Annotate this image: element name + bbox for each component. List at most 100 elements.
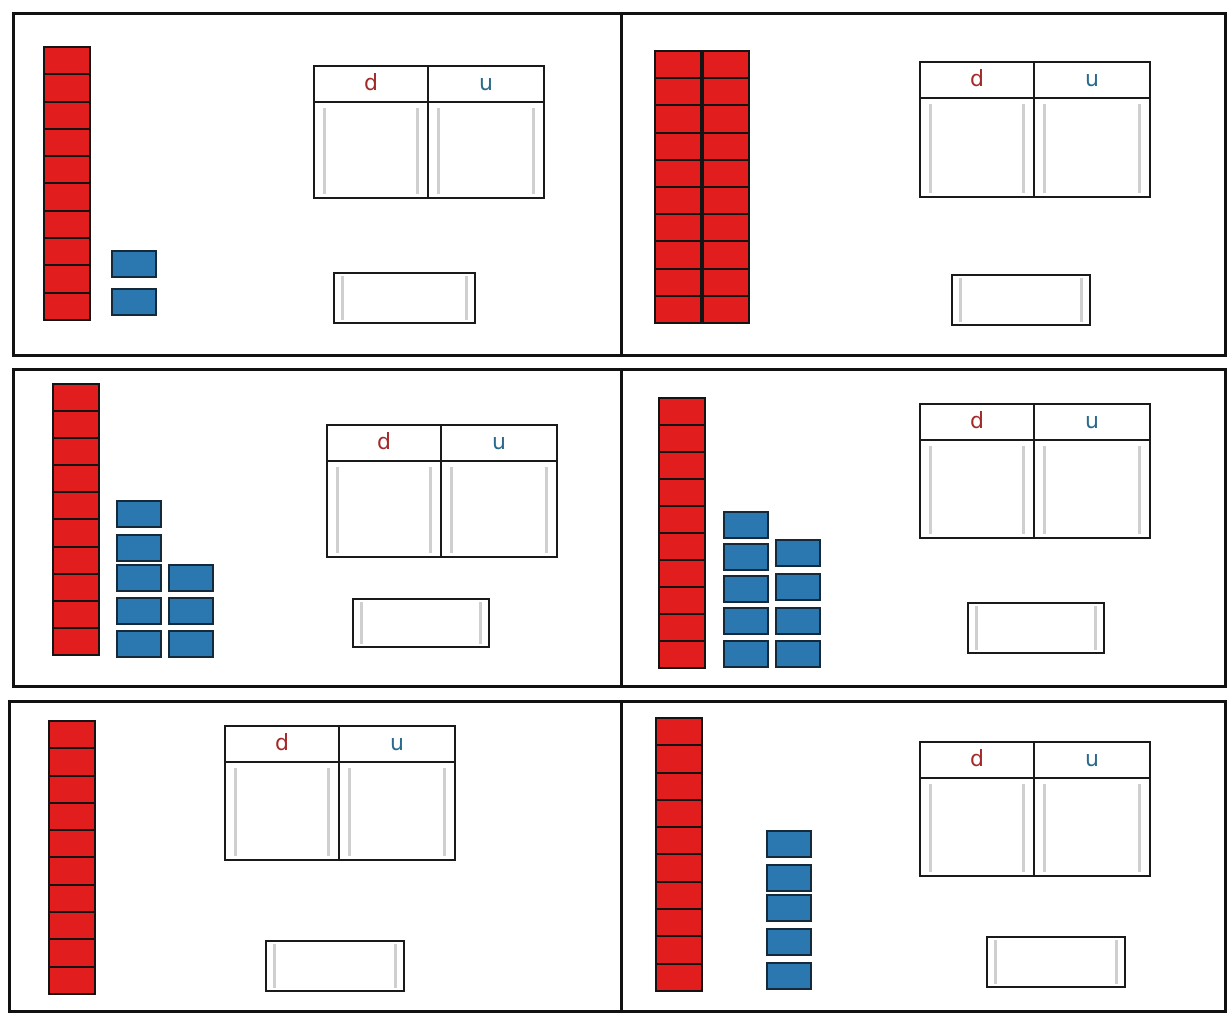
- unit-cube: [168, 630, 214, 658]
- rod-unit-segment: [704, 79, 748, 106]
- unit-cube: [775, 573, 821, 601]
- rod-unit-segment: [45, 130, 89, 157]
- place-value-table: d u: [224, 725, 456, 861]
- rod-unit-segment: [50, 804, 94, 831]
- rod-unit-segment: [656, 242, 700, 269]
- rod-unit-segment: [54, 439, 98, 466]
- rod-unit-segment: [704, 188, 748, 215]
- rod-unit-segment: [54, 602, 98, 629]
- rod-unit-segment: [54, 493, 98, 520]
- rod-unit-segment: [656, 134, 700, 161]
- unit-cube: [723, 640, 769, 668]
- tens-header: d: [921, 405, 1035, 441]
- units-header: u: [340, 727, 454, 763]
- tens-answer-cell[interactable]: [226, 763, 340, 859]
- rod-unit-segment: [50, 749, 94, 776]
- unit-cube: [116, 597, 162, 625]
- rod-unit-segment: [660, 507, 704, 534]
- place-value-table: d u: [919, 741, 1151, 877]
- number-answer-box[interactable]: [352, 598, 490, 648]
- number-answer-box[interactable]: [986, 936, 1126, 988]
- units-answer-cell[interactable]: [442, 462, 556, 556]
- rod-unit-segment: [657, 883, 701, 910]
- rod-unit-segment: [660, 399, 704, 426]
- rod-unit-segment: [45, 266, 89, 293]
- number-answer-box[interactable]: [333, 272, 476, 324]
- rod-unit-segment: [704, 52, 748, 79]
- units-answer-cell[interactable]: [1035, 99, 1149, 196]
- units-answer-cell[interactable]: [429, 103, 543, 197]
- rod-unit-segment: [50, 831, 94, 858]
- units-answer-cell[interactable]: [1035, 441, 1149, 537]
- rod-unit-segment: [657, 965, 701, 990]
- tens-answer-cell[interactable]: [921, 441, 1035, 537]
- unit-cube: [111, 250, 157, 278]
- unit-cube: [168, 597, 214, 625]
- rod-unit-segment: [657, 774, 701, 801]
- rod-unit-segment: [656, 188, 700, 215]
- tens-answer-cell[interactable]: [921, 779, 1035, 875]
- rod-unit-segment: [704, 297, 748, 322]
- unit-cube: [116, 630, 162, 658]
- rod-unit-segment: [657, 746, 701, 773]
- rod-unit-segment: [704, 106, 748, 133]
- rod-unit-segment: [660, 561, 704, 588]
- rod-unit-segment: [657, 855, 701, 882]
- ten-rod: [43, 46, 91, 321]
- ten-rod: [654, 50, 702, 324]
- place-value-table: d u: [313, 65, 545, 199]
- number-answer-box[interactable]: [951, 274, 1091, 326]
- rod-unit-segment: [704, 270, 748, 297]
- rod-unit-segment: [54, 412, 98, 439]
- rod-unit-segment: [657, 719, 701, 746]
- place-value-table: d u: [919, 61, 1151, 198]
- rod-unit-segment: [54, 548, 98, 575]
- rod-unit-segment: [50, 886, 94, 913]
- tens-answer-cell[interactable]: [328, 462, 442, 556]
- tens-answer-cell[interactable]: [315, 103, 429, 197]
- rod-unit-segment: [657, 937, 701, 964]
- units-answer-cell[interactable]: [340, 763, 454, 859]
- unit-cube: [766, 864, 812, 892]
- rod-unit-segment: [660, 642, 704, 667]
- unit-cube: [116, 534, 162, 562]
- rod-unit-segment: [50, 940, 94, 967]
- unit-cube: [723, 607, 769, 635]
- rod-unit-segment: [660, 588, 704, 615]
- unit-cube: [111, 288, 157, 316]
- rod-unit-segment: [45, 48, 89, 75]
- unit-cube: [775, 539, 821, 567]
- rod-unit-segment: [45, 239, 89, 266]
- rod-unit-segment: [656, 52, 700, 79]
- rod-unit-segment: [660, 453, 704, 480]
- rod-unit-segment: [660, 480, 704, 507]
- tens-header: d: [226, 727, 340, 763]
- rod-unit-segment: [54, 385, 98, 412]
- units-header: u: [429, 67, 543, 103]
- rod-unit-segment: [54, 520, 98, 547]
- unit-cube: [723, 543, 769, 571]
- tens-header: d: [921, 63, 1035, 99]
- rod-unit-segment: [657, 828, 701, 855]
- rod-unit-segment: [660, 534, 704, 561]
- unit-cube: [116, 564, 162, 592]
- rod-unit-segment: [704, 242, 748, 269]
- rod-unit-segment: [657, 910, 701, 937]
- unit-cube: [775, 607, 821, 635]
- number-answer-box[interactable]: [967, 602, 1105, 654]
- rod-unit-segment: [45, 212, 89, 239]
- rod-unit-segment: [656, 215, 700, 242]
- units-answer-cell[interactable]: [1035, 779, 1149, 875]
- place-value-table: d u: [326, 424, 558, 558]
- number-answer-box[interactable]: [265, 940, 405, 992]
- unit-cube: [723, 575, 769, 603]
- rod-unit-segment: [656, 161, 700, 188]
- rod-unit-segment: [50, 968, 94, 993]
- units-header: u: [1035, 405, 1149, 441]
- tens-answer-cell[interactable]: [921, 99, 1035, 196]
- rod-unit-segment: [704, 161, 748, 188]
- ten-rod: [655, 717, 703, 992]
- rod-unit-segment: [656, 106, 700, 133]
- tens-header: d: [921, 743, 1035, 779]
- ten-rod: [52, 383, 100, 656]
